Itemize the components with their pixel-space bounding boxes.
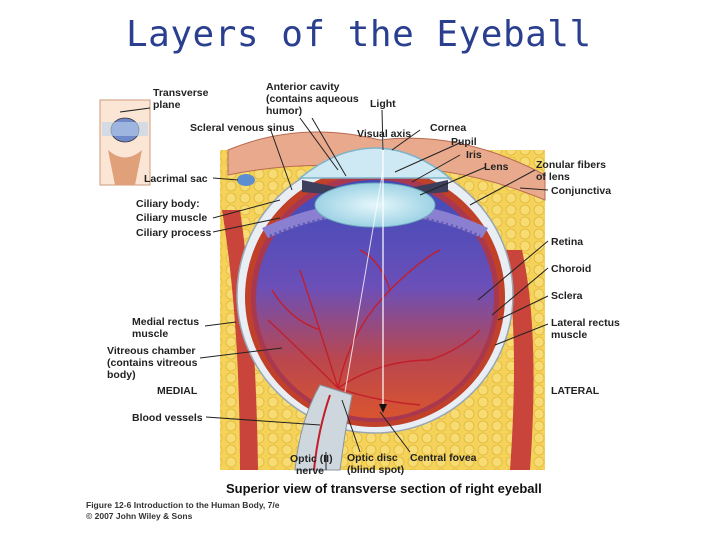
slide-title: Layers of the Eyeball	[126, 14, 592, 55]
label-pupil: Pupil	[451, 136, 477, 148]
transverse-plane-inset	[99, 99, 151, 186]
label-conjunctiva: Conjunctiva	[551, 185, 611, 197]
lens	[314, 182, 436, 228]
retinal-vessels	[267, 249, 481, 406]
label-choroid: Choroid	[551, 263, 591, 275]
label-optic-nerve: Optic (II) nerve	[290, 453, 336, 477]
label-ciliary-muscle: Ciliary muscle	[136, 212, 207, 224]
figure-credit-line2: © 2007 John Wiley & Sons	[86, 511, 193, 521]
label-iris: Iris	[466, 149, 482, 161]
label-medial-rectus: Medial rectus muscle	[132, 316, 202, 340]
label-blood-vessels: Blood vessels	[132, 412, 203, 424]
medial-rectus-band	[222, 210, 258, 470]
light-arrow	[379, 404, 387, 413]
label-lateral-rectus: Lateral rectus muscle	[551, 317, 623, 341]
label-central-fovea: Central fovea	[410, 452, 477, 464]
label-transverse-plane: Transverse plane	[153, 87, 211, 111]
label-visual-axis: Visual axis	[357, 128, 411, 140]
label-optic-disc: Optic disc (blind spot)	[347, 452, 404, 476]
label-retina: Retina	[551, 236, 583, 248]
label-anterior-cavity: Anterior cavity (contains aqueous humor)	[266, 81, 362, 117]
label-scleral-venous-sinus: Scleral venous sinus	[190, 122, 295, 134]
optic-nerve	[294, 384, 353, 471]
figure-credit-line1: Figure 12-6 Introduction to the Human Bo…	[86, 500, 280, 510]
label-vitreous-chamber: Vitreous chamber (contains vitreous body…	[107, 345, 200, 381]
leader-lines	[119, 107, 549, 470]
label-zonular-fibers: Zonular fibers of lens	[536, 159, 609, 183]
figure-caption: Superior view of transverse section of r…	[226, 481, 542, 496]
label-sclera: Sclera	[551, 290, 583, 302]
light-path	[344, 169, 384, 393]
label-lacrimal-sac: Lacrimal sac	[144, 173, 208, 185]
label-cornea: Cornea	[430, 122, 466, 134]
central-vessels	[313, 394, 331, 471]
label-medial: MEDIAL	[157, 385, 198, 397]
label-ciliary-process: Ciliary process	[136, 227, 211, 239]
label-lens: Lens	[484, 161, 509, 173]
cornea	[297, 147, 453, 179]
label-light: Light	[370, 98, 396, 110]
label-ciliary-body: Ciliary body:	[136, 198, 200, 210]
lacrimal-sac	[237, 174, 255, 186]
label-lateral: LATERAL	[551, 385, 600, 397]
